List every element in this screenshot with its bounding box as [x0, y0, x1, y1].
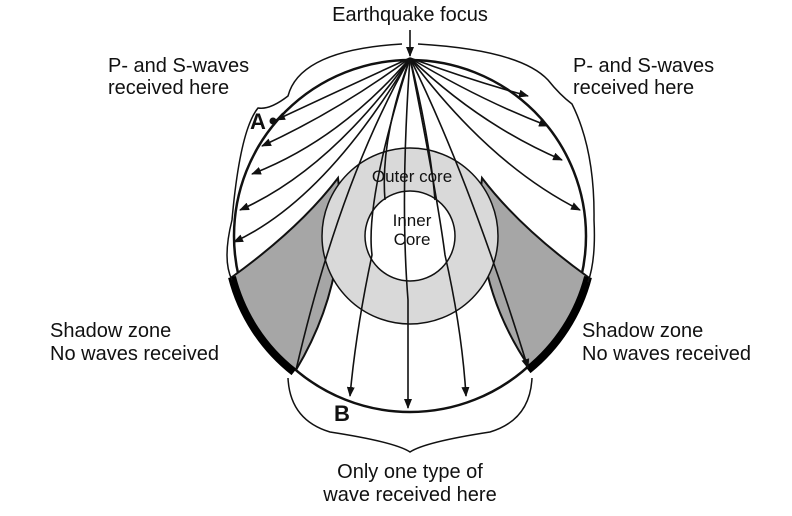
inner-core-label-line2: Core	[394, 230, 431, 249]
brace-top-right	[417, 43, 596, 283]
ray	[409, 57, 470, 397]
brace-bottom	[287, 377, 533, 453]
ray	[409, 57, 529, 98]
shadow-left-line1: Shadow zone	[50, 320, 171, 342]
ps-left-line1: P- and S-waves	[108, 55, 249, 77]
ray	[233, 57, 411, 243]
inner-core-label-line1: Inner	[393, 211, 432, 230]
ray	[409, 57, 549, 127]
focus-label: Earthquake focus	[332, 4, 488, 26]
rays-through-core	[295, 57, 530, 409]
inner-core	[364, 190, 456, 282]
ray	[409, 57, 530, 369]
outer-core-label: Outer core	[372, 167, 452, 186]
rays-left	[233, 57, 411, 243]
shadow-right-line2: No waves received	[582, 343, 751, 365]
brace-top-left	[226, 43, 403, 281]
ray	[409, 57, 436, 201]
shadow-right-line1: Shadow zone	[582, 320, 703, 342]
ray	[251, 57, 411, 175]
one-type-line1: Only one type of	[337, 461, 483, 483]
point-a-label: A	[250, 109, 266, 134]
ps-right-line2: received here	[573, 77, 694, 99]
point-a-marker	[269, 117, 277, 125]
one-type-line2: wave received here	[322, 484, 496, 506]
ray	[383, 57, 411, 201]
ps-left-line2: received here	[108, 77, 229, 99]
ray	[403, 57, 412, 409]
ray	[239, 57, 411, 211]
ray	[275, 57, 411, 121]
point-b-label: B	[334, 401, 350, 426]
ray	[295, 57, 411, 371]
shadow-band-right	[525, 275, 592, 374]
rays-right	[409, 57, 581, 211]
ps-right-line1: P- and S-waves	[573, 55, 714, 77]
shadow-band-left	[228, 276, 297, 376]
shadow-left-line2: No waves received	[50, 343, 219, 365]
ray	[261, 57, 411, 147]
ray	[409, 57, 563, 161]
ray	[409, 57, 581, 211]
